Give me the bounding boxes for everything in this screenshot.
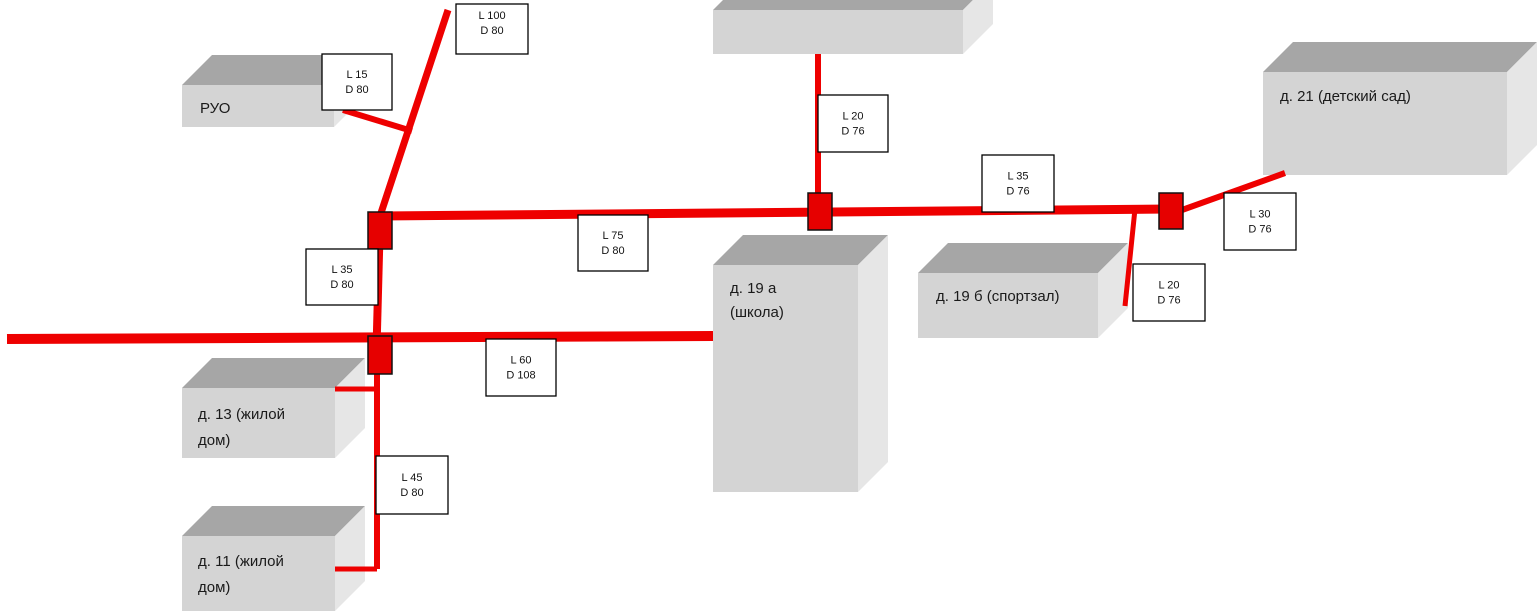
segment-diameter-label: D 80	[400, 487, 423, 499]
segment-diameter-label: D 76	[1157, 295, 1180, 307]
segment-tag: L 15 D 80	[321, 53, 393, 111]
building-front-face	[182, 536, 335, 611]
building-top-face	[182, 506, 365, 536]
building-front-face	[713, 265, 858, 492]
segment-diameter-label: D 76	[841, 126, 864, 138]
building-front-face	[182, 85, 334, 127]
segment-diameter-label: D 76	[1006, 186, 1029, 198]
segment-tag: L 35 D 76	[981, 154, 1055, 213]
segment-tag: L 75 D 80	[577, 214, 649, 272]
segment-tags: L 100 D 80 L 15 D 80 L 20 D 76 L 35 D 76 L 30 D 7…	[305, 3, 1297, 515]
junction-nodes	[367, 192, 1184, 375]
pipe-branch-gym	[1122, 208, 1138, 307]
building-top-face	[713, 235, 888, 265]
segment-tag: L 20 D 76	[1132, 263, 1206, 322]
segment-tag-box	[577, 214, 649, 272]
building-school: д. 19 а (школа)	[713, 235, 888, 492]
segment-tag-box	[455, 3, 529, 55]
segment-length-label: L 15	[346, 69, 367, 81]
segment-tag: L 60 D 108	[485, 338, 557, 397]
pipe-main-trunk	[6, 331, 714, 344]
building-gym: д. 19 б (спортзал)	[918, 243, 1128, 338]
building-front-face	[1263, 72, 1507, 175]
building-side-face	[335, 358, 365, 458]
segment-length-label: L 45	[401, 472, 422, 484]
segment-tag-box	[485, 338, 557, 397]
segment-diameter-label: D 80	[601, 245, 624, 257]
building-label-line: РУО	[200, 100, 230, 117]
building-label-line: д. 11 (жилой	[198, 553, 284, 570]
segment-length-label: L 20	[1158, 280, 1179, 292]
building-label-line: дом)	[198, 579, 230, 596]
building-label-line: д. 21 (детский сад)	[1280, 88, 1411, 105]
building-top-face	[1263, 42, 1537, 72]
junction-node-center	[807, 192, 833, 231]
building-label-line: д. 19 а	[730, 280, 777, 297]
building-side-face	[1098, 243, 1128, 338]
building-front-face	[918, 273, 1098, 338]
building-side-face	[963, 0, 993, 54]
building-label-line: д. 19 б (спортзал)	[936, 288, 1060, 305]
junction-node-west-lower	[367, 335, 393, 375]
segment-length-label: L 20	[842, 111, 863, 123]
building-top	[713, 0, 993, 54]
segment-diameter-label: D 80	[345, 84, 368, 96]
building-top-face	[713, 0, 973, 10]
segment-tag: L 35 D 80	[305, 248, 379, 306]
pipe-branch-kindergarten	[1180, 170, 1287, 213]
segment-tag-box	[375, 455, 449, 515]
building-side-face	[858, 235, 888, 492]
pipe-branch-ruo	[342, 107, 413, 134]
segment-tag-box	[305, 248, 379, 306]
segment-tag-box	[1132, 263, 1206, 322]
segment-diameter-label: D 80	[330, 279, 353, 291]
segment-length-label: L 35	[1007, 171, 1028, 183]
segment-length-label: L 30	[1249, 209, 1270, 221]
pipe-diagonal-north	[376, 8, 452, 218]
segment-tag: L 45 D 80	[375, 455, 449, 515]
building-front-face	[713, 10, 963, 54]
building-house11: д. 11 (жилой дом)	[182, 506, 365, 611]
building-top-face	[182, 55, 364, 85]
segment-tag: L 100 D 80	[455, 3, 529, 55]
segment-tag: L 30 D 76	[1223, 192, 1297, 251]
building-side-face	[335, 506, 365, 611]
segment-diameter-label: D 76	[1248, 224, 1271, 236]
segment-diameter-label: D 80	[480, 25, 503, 37]
building-house13: д. 13 (жилой дом)	[182, 358, 365, 458]
segment-length-label: L 100	[478, 10, 505, 22]
segment-diameter-label: D 108	[506, 370, 535, 382]
junction-node-east	[1158, 192, 1184, 230]
building-kindergarten: д. 21 (детский сад)	[1263, 42, 1537, 175]
segment-tag-box	[981, 154, 1055, 213]
building-label-line: (школа)	[730, 304, 784, 321]
building-top-face	[918, 243, 1128, 273]
junction-node-west-upper	[367, 211, 393, 250]
building-top-face	[182, 358, 365, 388]
building-label-line: дом)	[198, 432, 230, 449]
building-front-face	[182, 388, 335, 458]
building-label-line: д. 13 (жилой	[198, 406, 285, 423]
segment-length-label: L 75	[602, 230, 623, 242]
segment-tag-box	[1223, 192, 1297, 251]
segment-tag: L 20 D 76	[817, 94, 889, 153]
segment-length-label: L 60	[510, 355, 531, 367]
segment-length-label: L 35	[331, 264, 352, 276]
segment-tag-box	[321, 53, 393, 111]
building-side-face	[1507, 42, 1537, 175]
segment-tag-box	[817, 94, 889, 153]
